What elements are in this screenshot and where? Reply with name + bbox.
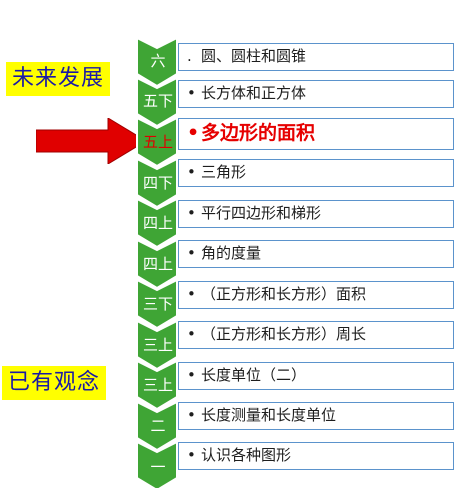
unit-box: • 长度单位（二） [178, 362, 454, 390]
chevron [136, 440, 178, 488]
unit-topic: （正方形和长方形）面积 [201, 285, 367, 303]
unit-topic: 认识各种图形 [201, 446, 292, 464]
unit-box: • 长方体和正方体 [178, 80, 454, 108]
unit-topic: 长度测量和长度单位 [201, 406, 337, 424]
unit-box: • （正方形和长方形）周长 [178, 321, 454, 349]
bullet: • [187, 406, 196, 424]
bullet: • [187, 325, 196, 343]
chevron [136, 238, 178, 290]
unit-box: • 平行四边形和梯形 [178, 200, 454, 228]
chevron [136, 359, 178, 411]
grade-label: 三上 [142, 376, 173, 394]
chevron [136, 400, 178, 452]
grade-label: 五下 [142, 92, 173, 110]
bullet: • [187, 84, 196, 102]
unit-box: • 角的度量 [178, 240, 454, 268]
bullet: • [187, 366, 196, 384]
chevron [136, 157, 178, 209]
grade-label: 四上 [142, 255, 173, 273]
chevron [136, 319, 178, 371]
unit-box: • 认识各种图形 [178, 442, 454, 470]
bullet: • [187, 244, 196, 262]
unit-topic: 圆、圆柱和圆锥 [201, 47, 307, 65]
unit-box: • 三角形 [178, 159, 454, 187]
bullet: . [187, 47, 192, 65]
unit-box-current: •多边形的面积 [178, 118, 454, 150]
unit-topic: （正方形和长方形）周长 [201, 325, 367, 343]
chevron [136, 36, 178, 88]
chevron [136, 76, 178, 128]
grade-label: 三上 [142, 336, 173, 354]
bullet: • [187, 446, 196, 464]
bullet: • [187, 163, 196, 181]
grade-label: 二 [150, 417, 166, 435]
unit-box: . 圆、圆柱和圆锥 [178, 43, 454, 71]
unit-topic: 长度单位（二） [201, 366, 307, 384]
unit-topic: 多边形的面积 [201, 122, 316, 144]
chevron-current [136, 116, 178, 168]
chevron [136, 197, 178, 249]
unit-topic: 平行四边形和梯形 [201, 204, 322, 222]
bullet: • [187, 285, 196, 303]
unit-topic: 角的度量 [201, 244, 262, 262]
grade-label: 六 [150, 52, 166, 70]
grade-chevron-column [136, 36, 178, 488]
grade-label: 四下 [142, 174, 173, 192]
existing-concepts-label: 已有观念 [2, 366, 107, 400]
grade-label: 四上 [142, 214, 173, 232]
bullet: • [187, 204, 196, 222]
grade-label-current: 五上 [142, 133, 173, 151]
unit-topic: 三角形 [201, 163, 247, 181]
chevron [136, 278, 178, 330]
grade-label: 三下 [142, 295, 173, 313]
future-development-label: 未来发展 [6, 62, 111, 96]
unit-box: • 长度测量和长度单位 [178, 402, 454, 430]
right-arrow-icon [36, 118, 146, 164]
bullet: • [187, 122, 200, 144]
unit-box: • （正方形和长方形）面积 [178, 281, 454, 309]
unit-topic: 长方体和正方体 [201, 84, 307, 102]
grade-label: 一 [150, 458, 166, 476]
